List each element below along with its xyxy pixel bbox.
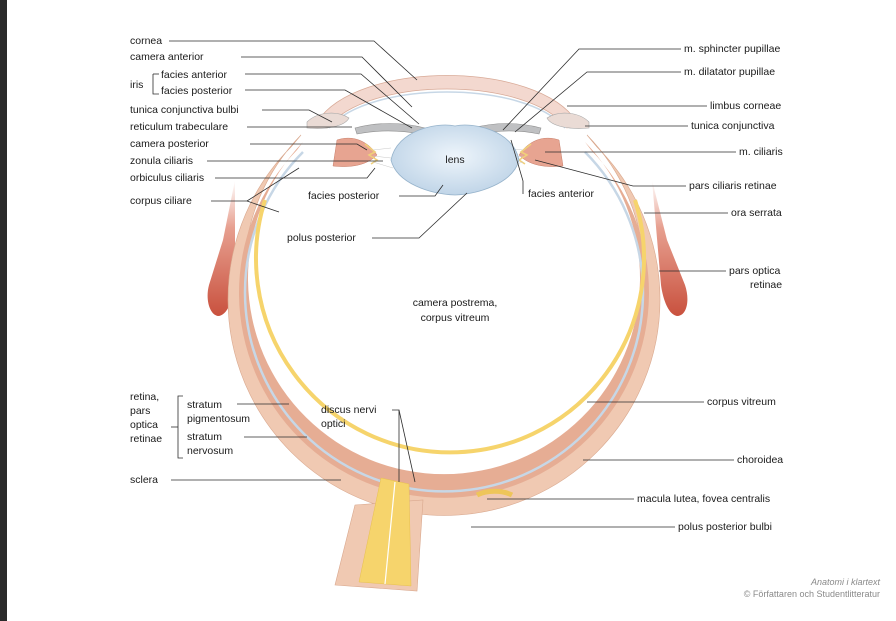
label-retina-optica: optica	[130, 419, 158, 431]
credit-copyright: © Författaren och Studentlitteratur	[744, 589, 880, 599]
label-limbus-corneae: limbus corneae	[710, 100, 781, 112]
credit-title: Anatomi i klartext	[810, 577, 881, 587]
label-iris: iris	[130, 79, 143, 91]
label-corpus-vitreum: corpus vitreum	[707, 396, 776, 408]
cornea-shape	[317, 76, 577, 129]
label-retina-retinae: retinae	[130, 433, 162, 445]
label-discus-nervi: discus nervi	[321, 404, 376, 416]
label-polus-posterior-bulbi: polus posterior bulbi	[678, 521, 772, 533]
label-camera-posterior: camera posterior	[130, 138, 209, 150]
label-facies-anterior-lens: facies anterior	[528, 188, 594, 200]
label-reticulum-trabeculare: reticulum trabeculare	[130, 121, 228, 133]
label-pigmentosum: pigmentosum	[187, 413, 250, 425]
label-lens: lens	[445, 154, 464, 166]
ciliary-body-left	[333, 138, 377, 166]
label-retina: retina,	[130, 391, 159, 403]
conjunctiva-right	[547, 113, 589, 128]
label-corpus-ciliare: corpus ciliare	[130, 195, 192, 207]
label-zonula-ciliaris: zonula ciliaris	[130, 155, 193, 167]
conjunctiva-left	[307, 113, 349, 128]
label-camera-anterior: camera anterior	[130, 51, 204, 63]
label-nervosum: nervosum	[187, 445, 233, 457]
eye-diagram: cornea camera anterior iris facies anter…	[7, 0, 896, 621]
label-macula-lutea: macula lutea, fovea centralis	[637, 493, 770, 505]
label-choroidea: choroidea	[737, 454, 783, 466]
label-pars-optica-retinae: retinae	[750, 279, 782, 291]
label-facies-posterior-iris: facies posterior	[161, 85, 233, 97]
label-corpus-vitreum-center: corpus vitreum	[421, 312, 490, 324]
label-stratum-1: stratum	[187, 399, 222, 411]
label-sclera: sclera	[130, 474, 158, 486]
label-stratum-2: stratum	[187, 431, 222, 443]
label-tunica-conjunctiva-bulbi: tunica conjunctiva bulbi	[130, 104, 239, 116]
label-pars-ciliaris-retinae: pars ciliaris retinae	[689, 180, 777, 192]
label-discus-optici: optici	[321, 418, 346, 430]
label-pars-optica: pars optica	[729, 265, 781, 277]
label-polus-posterior: polus posterior	[287, 232, 356, 244]
figure-frame: cornea camera anterior iris facies anter…	[7, 0, 896, 621]
label-m-dilatator-pupillae: m. dilatator pupillae	[684, 66, 775, 78]
label-m-ciliaris: m. ciliaris	[739, 146, 783, 158]
label-retina-pars: pars	[130, 405, 150, 417]
label-ora-serrata: ora serrata	[731, 207, 782, 219]
label-tunica-conjunctiva: tunica conjunctiva	[691, 120, 775, 132]
label-camera-postrema: camera postrema,	[413, 297, 498, 309]
label-m-sphincter-pupillae: m. sphincter pupillae	[684, 43, 780, 55]
label-orbiculus-ciliaris: orbiculus ciliaris	[130, 172, 204, 184]
label-facies-anterior-iris: facies anterior	[161, 69, 227, 81]
label-cornea: cornea	[130, 35, 162, 47]
label-facies-posterior-lens: facies posterior	[308, 190, 380, 202]
